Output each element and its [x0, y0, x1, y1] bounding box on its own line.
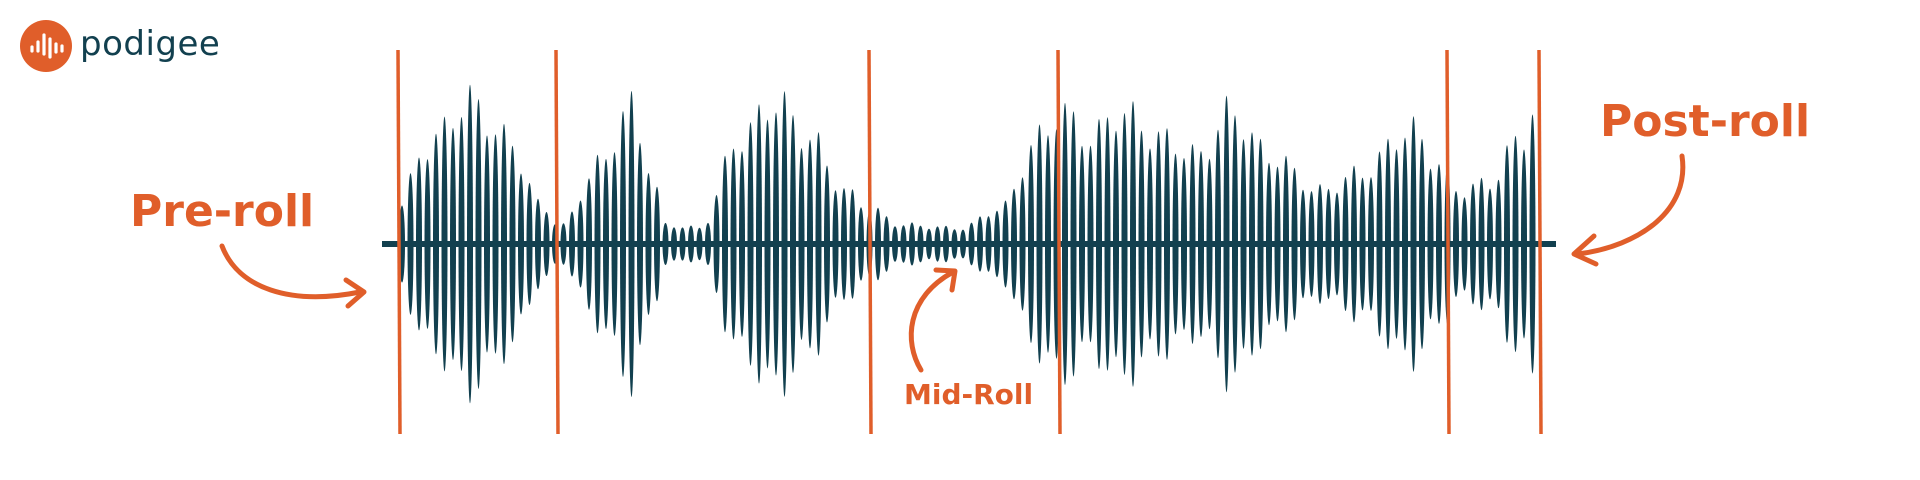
- mid-roll-label: Mid-Roll: [904, 378, 1034, 411]
- marker-mid-roll-end: [1056, 49, 1062, 435]
- post-roll-arrow: [1575, 153, 1686, 257]
- podigee-waveform-logo-icon: [20, 20, 72, 72]
- post-roll-label: Post-roll: [1600, 96, 1811, 147]
- brand: podigee: [20, 20, 220, 72]
- ad-break-markers: [396, 49, 1543, 435]
- brand-name: podigee: [80, 24, 221, 64]
- mid-roll-arrow: [908, 269, 956, 373]
- post-roll-arrowhead: [1571, 233, 1599, 267]
- pre-roll-arrow: [219, 243, 363, 300]
- pre-roll-arrowhead: [343, 277, 367, 309]
- marker-post-roll-end: [1537, 49, 1543, 435]
- mid-roll-arrowhead: [933, 267, 958, 293]
- marker-pre-roll-start: [396, 49, 402, 435]
- marker-pre-roll-end: [554, 49, 560, 435]
- marker-mid-roll-start: [867, 49, 873, 435]
- marker-post-roll-start: [1445, 49, 1451, 435]
- pre-roll-label: Pre-roll: [130, 186, 315, 237]
